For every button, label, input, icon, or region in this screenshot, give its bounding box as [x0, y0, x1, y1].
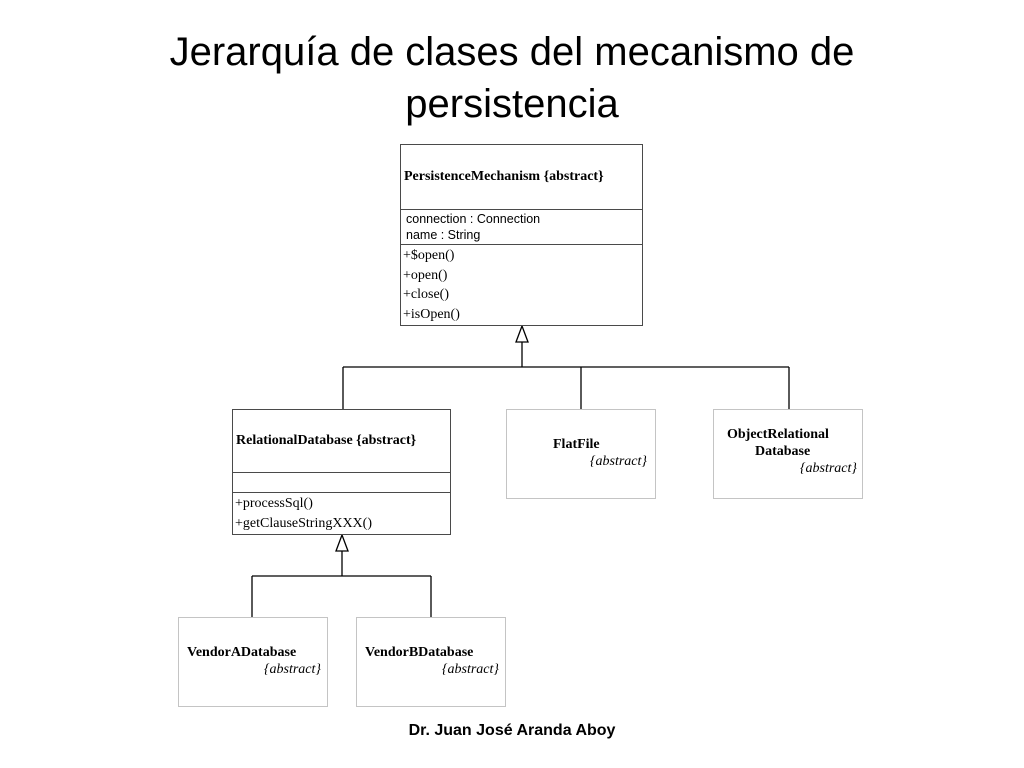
class-stereotype: {abstract}	[263, 662, 321, 677]
class-vendor-b-database: VendorBDatabase {abstract}	[356, 617, 506, 707]
class-stereotype: {abstract}	[589, 454, 647, 469]
class-stereotype: {abstract}	[441, 662, 499, 677]
slide-title: Jerarquía de clases del mecanismo de per…	[0, 26, 1024, 130]
class-relational-database: RelationalDatabase {abstract} +processSq…	[232, 409, 451, 535]
slide-title-line-1: Jerarquía de clases del mecanismo de	[169, 30, 855, 74]
inheritance-arrow-bottom	[335, 533, 349, 552]
class-persistence-mechanism: PersistenceMechanism {abstract} connecti…	[400, 144, 643, 326]
attribute-list: connection : Connection name : String	[401, 209, 642, 244]
attribute: name : String	[406, 228, 481, 242]
slide-footer-author: Dr. Juan José Aranda Aboy	[408, 722, 616, 739]
operation: +open()	[403, 267, 448, 283]
inheritance-arrow-top	[515, 324, 529, 343]
class-vendor-a-database: VendorADatabase {abstract}	[178, 617, 328, 707]
class-name: VendorADatabase	[187, 645, 297, 660]
operation: +$open()	[403, 248, 455, 263]
class-name: VendorBDatabase	[365, 645, 474, 660]
class-name: RelationalDatabase {abstract}	[236, 433, 417, 448]
attribute: connection : Connection	[406, 212, 541, 226]
class-name: FlatFile	[553, 437, 600, 452]
class-name-line-1: ObjectRelational	[727, 427, 829, 442]
operation-list: +processSql() +getClauseStringXXX()	[233, 492, 450, 534]
slide-title-line-2: persistencia	[405, 82, 619, 126]
operation: +processSql()	[235, 496, 313, 511]
operation-list: +$open() +open() +close() +isOpen()	[401, 244, 642, 325]
operation: +getClauseStringXXX()	[235, 515, 372, 531]
attribute-list-empty	[233, 472, 450, 492]
class-stereotype: {abstract}	[799, 461, 857, 476]
class-object-relational-database: ObjectRelational Database {abstract}	[713, 409, 863, 499]
operation: +isOpen()	[403, 306, 460, 322]
operation: +close()	[403, 287, 449, 302]
class-flat-file: FlatFile {abstract}	[506, 409, 656, 499]
class-name-line-2: Database	[755, 444, 811, 459]
class-name: PersistenceMechanism {abstract}	[404, 169, 604, 184]
